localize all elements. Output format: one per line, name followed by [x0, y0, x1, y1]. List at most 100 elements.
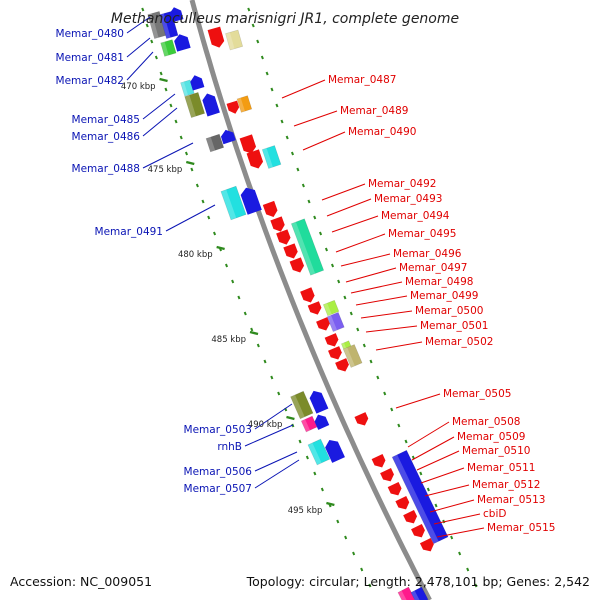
gene-arrow-forward — [325, 440, 345, 463]
minor-tick — [224, 263, 229, 268]
gene-arrow-forward — [240, 187, 262, 215]
gene-label-right[interactable]: Memar_0509 — [457, 431, 525, 443]
gene-arrow-reverse — [403, 509, 418, 524]
gene-arrow-reverse — [226, 100, 240, 114]
gene-label-right[interactable]: Memar_0487 — [328, 74, 396, 86]
gene-label-right[interactable]: Memar_0498 — [405, 276, 473, 288]
minor-tick — [404, 439, 408, 444]
gene-label-right[interactable]: Memar_0489 — [340, 105, 408, 117]
minor-tick — [319, 231, 323, 236]
gene-label-right[interactable]: cbiD — [483, 508, 506, 520]
minor-tick — [298, 439, 302, 444]
minor-tick — [368, 583, 372, 588]
gene-label-right[interactable]: Memar_0497 — [399, 262, 467, 274]
gene-label-right[interactable]: Memar_0494 — [381, 210, 450, 222]
minor-tick — [159, 71, 163, 76]
gene-label-right[interactable]: Memar_0515 — [487, 522, 555, 534]
gene-arrow-forward — [202, 93, 220, 117]
minor-tick — [324, 247, 329, 252]
gene-label-right[interactable]: Memar_0513 — [477, 494, 545, 506]
gene-block — [220, 185, 247, 221]
minor-tick — [169, 103, 173, 108]
gene-label-right[interactable]: Memar_0511 — [467, 462, 535, 474]
leader-line — [126, 51, 154, 81]
gene-arrow-reverse — [387, 482, 402, 496]
gene-label-left[interactable]: Memar_0481 — [56, 52, 124, 64]
leader-line — [254, 451, 298, 472]
gene-label-left[interactable]: Memar_0485 — [72, 114, 140, 126]
gene-block — [300, 415, 318, 433]
leader-line — [429, 499, 475, 513]
gene-label-left[interactable]: Memar_0491 — [95, 226, 163, 238]
minor-tick — [360, 567, 364, 572]
gene-features — [147, 7, 449, 600]
gene-label-left[interactable]: Memar_0480 — [56, 28, 124, 40]
leader-line — [142, 93, 176, 120]
gene-label-right[interactable]: Memar_0492 — [368, 178, 436, 190]
minor-tick — [270, 375, 274, 380]
gene-label-right[interactable]: Memar_0502 — [425, 336, 493, 348]
minor-tick — [383, 391, 387, 396]
minor-tick — [376, 375, 380, 380]
gene-block — [322, 299, 340, 317]
gene-arrow-reverse — [419, 537, 434, 552]
gene-label-right[interactable]: Memar_0500 — [415, 305, 483, 317]
leader-line — [411, 436, 455, 461]
map-title: Methanoculleus marisnigri JR1, complete … — [111, 11, 459, 27]
minor-tick — [201, 199, 205, 204]
gene-label-left[interactable]: Memar_0482 — [56, 75, 124, 87]
minor-tick — [313, 215, 317, 220]
gene-label-right[interactable]: Memar_0510 — [462, 445, 530, 457]
gene-arrow-reverse — [239, 134, 257, 154]
minor-tick — [419, 471, 423, 476]
minor-tick — [256, 39, 260, 44]
gene-label-right[interactable]: Memar_0493 — [374, 193, 442, 205]
gene-arrow-reverse — [307, 301, 322, 315]
major-tick — [159, 77, 168, 83]
gene-arrow-forward — [309, 390, 329, 414]
gene-label-left[interactable]: rnhB — [217, 441, 242, 453]
gene-label-right[interactable]: Memar_0499 — [410, 290, 478, 302]
major-tick — [326, 501, 335, 507]
minor-tick — [369, 359, 373, 364]
leader-line — [416, 450, 460, 471]
leader-line — [142, 142, 194, 169]
gene-label-right[interactable]: Memar_0490 — [348, 126, 416, 138]
gene-arrow-reverse — [324, 333, 339, 347]
gene-label-right[interactable]: Memar_0508 — [452, 416, 520, 428]
leader-line — [407, 421, 450, 448]
gene-arrow-reverse — [300, 287, 315, 303]
gene-label-right[interactable]: Memar_0505 — [443, 388, 511, 400]
label-leader-lines — [126, 16, 485, 538]
gene-label-left[interactable]: Memar_0507 — [184, 483, 252, 495]
gene-label-left[interactable]: Memar_0506 — [184, 466, 253, 478]
gene-arrow-reverse — [246, 149, 264, 169]
minor-tick — [344, 535, 348, 540]
gene-label-right[interactable]: Memar_0512 — [472, 479, 540, 491]
leader-line — [165, 204, 216, 232]
minor-tick — [285, 135, 289, 140]
gene-arrow-reverse — [270, 216, 285, 232]
gene-label-right[interactable]: Memar_0496 — [393, 248, 462, 260]
minor-tick — [270, 87, 274, 92]
minor-tick — [290, 151, 295, 156]
minor-tick — [352, 551, 356, 556]
gene-label-right[interactable]: Memar_0495 — [388, 228, 456, 240]
gene-block — [184, 92, 206, 118]
gene-arrow-reverse — [395, 495, 410, 510]
gene-block — [326, 311, 345, 333]
minor-tick — [141, 7, 145, 12]
minor-tick — [336, 519, 340, 524]
gene-arrow-forward — [190, 75, 205, 91]
gene-label-left[interactable]: Memar_0503 — [184, 424, 252, 436]
minor-tick — [356, 327, 360, 332]
gene-block — [290, 390, 314, 420]
leader-line — [395, 393, 441, 409]
leader-line — [321, 183, 366, 201]
leader-line — [420, 467, 465, 484]
gene-label-right[interactable]: Memar_0501 — [420, 320, 488, 332]
gene-label-left[interactable]: Memar_0488 — [72, 163, 140, 175]
minor-tick — [305, 455, 309, 460]
gene-label-left[interactable]: Memar_0486 — [72, 131, 141, 143]
